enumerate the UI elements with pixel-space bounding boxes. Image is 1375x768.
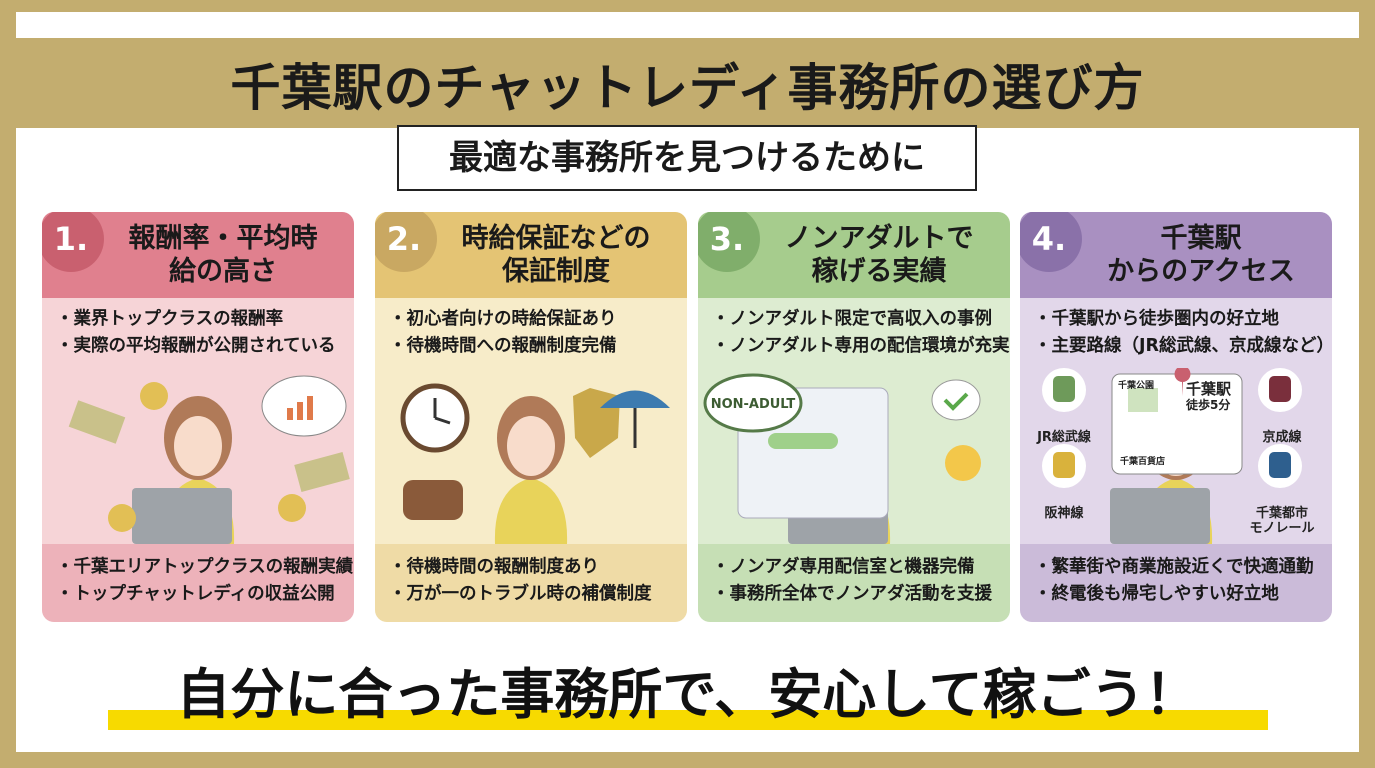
number-badge: 4. (1020, 212, 1082, 272)
top-bullets: ・千葉駅から徒歩圏内の好立地・主要路線（JR総武線、京成線など）利用可 (1020, 298, 1332, 360)
line-label: 京成線 (1262, 430, 1302, 445)
bullet-item: ・実際の平均報酬が公開されている (56, 336, 336, 356)
bottom-bullets: ・千葉エリアトップクラスの報酬実績・トップチャットレディの収益公開 (42, 544, 354, 622)
card-4: 千葉駅 からのアクセス 4. ・千葉駅から徒歩圏内の好立地・主要路線（JR総武線… (1020, 212, 1332, 622)
line-label: 千葉都市 モノレール (1249, 506, 1315, 536)
illustration-area: JR総武線 京成線阪神線 千葉都市 モノレール 千葉公園 千葉駅 徒歩5分 千葉百貨店 (1020, 366, 1332, 544)
map-bubble (1111, 366, 1243, 475)
bullet-item: ・待機時間の報酬制度あり (389, 557, 599, 577)
illustration (68, 375, 350, 544)
bullet-item: ・千葉エリアトップクラスの報酬実績 (56, 557, 354, 577)
line-label: JR総武線 (1037, 430, 1091, 445)
bullet-item: ・ノンアダルト限定で高収入の事例 (712, 309, 992, 329)
bullet-item: ・万が一のトラブル時の補償制度 (389, 584, 652, 604)
bullet-item: ・終電後も帰宅しやすい好立地 (1034, 584, 1279, 604)
bullet-item: ・トップチャットレディの収益公開 (56, 584, 335, 604)
slogan-highlight (108, 710, 1268, 730)
bullet-item: ・ノンアダ専用配信室と機器完備 (712, 557, 975, 577)
check-bubble-icon (931, 379, 981, 421)
train-icon (1042, 444, 1086, 488)
illustration-area (375, 368, 687, 544)
card-1: 報酬率・平均時 給の高さ 1. ・業界トップクラスの報酬率・実際の平均報酬が公開… (42, 212, 354, 622)
illustration (1042, 366, 1302, 544)
bottom-bullets: ・待機時間の報酬制度あり・万が一のトラブル時の補償制度 (375, 544, 687, 622)
number-badge: 1. (42, 212, 104, 272)
bullet-item: ・初心者向けの時給保証あり (389, 309, 617, 329)
bullet-item: ・主要路線（JR総武線、京成線など）利用可 (1034, 336, 1332, 356)
bottom-bullets: ・繁華街や商業施設近くで快適通勤・終電後も帰宅しやすい好立地 (1020, 544, 1332, 622)
bottom-bullets: ・ノンアダ専用配信室と機器完備・事務所全体でノンアダ活動を支援 (698, 544, 1010, 622)
illustration-area (42, 368, 354, 544)
illustration (400, 383, 670, 544)
map-label-store: 千葉百貨店 (1120, 457, 1166, 467)
woman-icon (494, 396, 568, 544)
chart-bubble-icon (261, 375, 347, 437)
map-label-station: 千葉駅 (1186, 380, 1232, 398)
top-bullets: ・初心者向けの時給保証あり・待機時間への報酬制度完備 (375, 298, 687, 360)
number-badge: 3. (698, 212, 760, 272)
illustration-area: NON-ADULT (698, 368, 1010, 544)
laptop-icon (1110, 488, 1210, 544)
card-3: ノンアダルトで 稼げる実績 3. ・ノンアダルト限定で高収入の事例・ノンアダルト… (698, 212, 1010, 622)
bullet-item: ・千葉駅から徒歩圏内の好立地 (1034, 309, 1279, 329)
stamp-badge: NON-ADULT (703, 373, 803, 433)
train-icon (1258, 444, 1302, 488)
card-2: 時給保証などの 保証制度 2. ・初心者向けの時給保証あり・待機時間への報酬制度… (375, 212, 687, 622)
bullet-item: ・繁華街や商業施設近くで快適通勤 (1034, 557, 1314, 577)
number-badge: 2. (375, 212, 437, 272)
bullet-item: ・待機時間への報酬制度完備 (389, 336, 617, 356)
bullet-item: ・ノンアダルト専用の配信環境が充実 (712, 336, 1010, 356)
wallet-icon (403, 480, 463, 520)
bullet-item: ・業界トップクラスの報酬率 (56, 309, 284, 329)
bullet-item: ・事務所全体でノンアダ活動を支援 (712, 584, 992, 604)
page-title: 千葉駅のチャットレディ事務所の選び方 (230, 59, 1145, 117)
train-icon (1042, 368, 1086, 412)
illustration: NON-ADULT (703, 373, 981, 544)
slogan: 自分に合った事務所で、安心して稼ごう！ (176, 663, 1199, 726)
top-bullets: ・業界トップクラスの報酬率・実際の平均報酬が公開されている (42, 298, 354, 360)
banknote-icon (68, 400, 350, 492)
clock-icon (400, 383, 470, 453)
subtitle: 最適な事務所を見つけるために (397, 125, 977, 191)
coin-icon (108, 382, 306, 532)
train-icon (1258, 368, 1302, 412)
smiley-icon (945, 445, 981, 481)
top-strip (16, 12, 1359, 38)
line-label: 阪神線 (1044, 506, 1084, 521)
map-label-walk: 徒歩5分 (1186, 398, 1231, 412)
map-label-park: 千葉公園 (1118, 381, 1155, 391)
laptop-icon (132, 488, 232, 544)
top-bullets: ・ノンアダルト限定で高収入の事例・ノンアダルト専用の配信環境が充実 (698, 298, 1010, 360)
svg-text:NON-ADULT: NON-ADULT (711, 397, 796, 412)
umbrella-icon (600, 390, 670, 448)
